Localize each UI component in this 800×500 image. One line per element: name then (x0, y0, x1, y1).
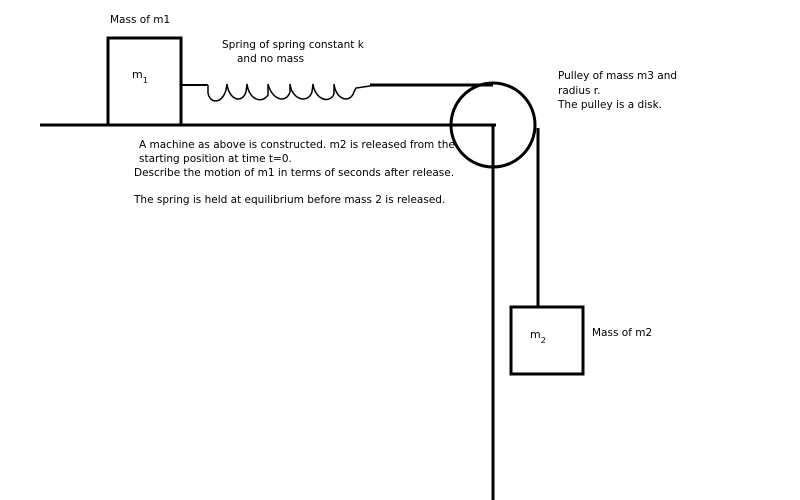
block-m1-subscript: 1 (142, 76, 148, 85)
label-spring-line1: Spring of spring constant k (222, 39, 364, 51)
block-m2-subscript: 2 (540, 336, 546, 345)
label-pulley-line2: radius r. (558, 85, 601, 97)
block-m1-symbol: m1 (132, 68, 148, 85)
problem-line3: Describe the motion of m1 in terms of se… (134, 167, 455, 179)
label-pulley-line3: The pulley is a disk. (558, 99, 663, 111)
problem-line2: starting position at time t=0. (139, 153, 292, 165)
block-m2 (509, 305, 585, 376)
block-m2-symbol: m2 (530, 328, 546, 345)
block-m1-letter: m (132, 68, 143, 81)
spring (207, 83, 371, 102)
label-pulley-line1: Pulley of mass m3 and (558, 70, 678, 82)
problem-line1: A machine as above is constructed. m2 is… (139, 139, 455, 151)
block-m1 (106, 36, 183, 127)
label-spring-line2: and no mass (237, 53, 305, 65)
block-m2-letter: m (530, 328, 541, 341)
label-mass-m2: Mass of m2 (592, 327, 653, 339)
label-mass-m1: Mass of m1 (110, 14, 171, 26)
problem-line4: The spring is held at equilibrium before… (134, 194, 446, 206)
